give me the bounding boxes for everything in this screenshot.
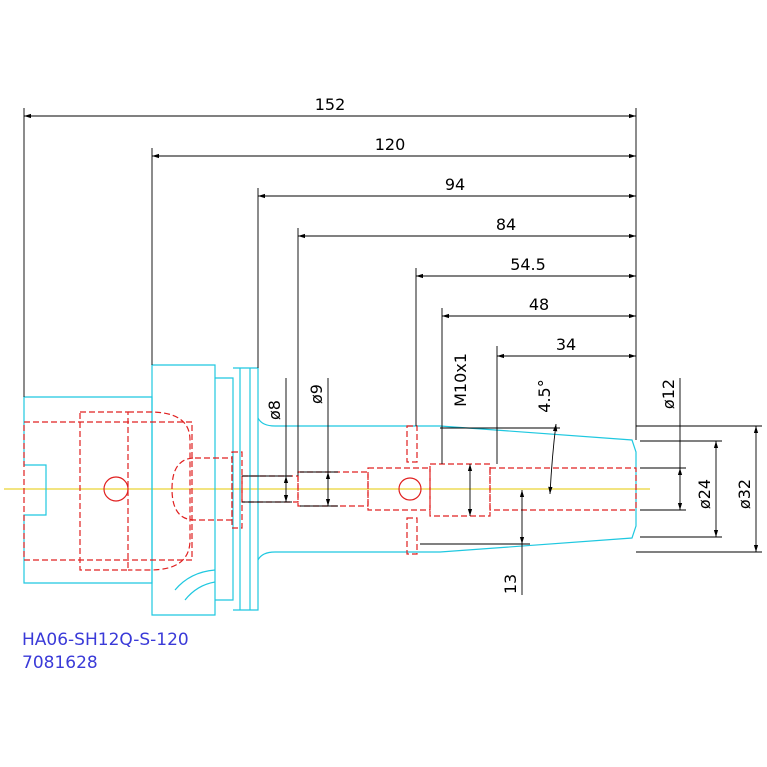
dim-phi8: ø8: [265, 400, 284, 420]
part-number: HA06-SH12Q-S-120: [22, 630, 189, 650]
dim-thread: M10x1: [451, 353, 470, 407]
dim-phi32: ø32: [735, 479, 754, 509]
dim-120: 120: [375, 135, 406, 154]
dim-13: 13: [501, 574, 520, 594]
dim-phi24: ø24: [695, 479, 714, 509]
dim-taper-angle: 4.5°: [535, 379, 554, 412]
dim-phi9: ø9: [307, 384, 326, 404]
extension-lines: [23, 108, 762, 553]
dim-48: 48: [529, 295, 549, 314]
dim-84: 84: [496, 215, 516, 234]
dim-54-5: 54.5: [510, 255, 546, 274]
dimension-lines: [24, 113, 759, 595]
dim-34: 34: [556, 335, 576, 354]
dim-152: 152: [315, 95, 346, 114]
article-number: 7081628: [22, 653, 98, 673]
dim-94: 94: [445, 175, 465, 194]
dim-phi12: ø12: [659, 379, 678, 409]
hidden-features: [23, 411, 637, 571]
